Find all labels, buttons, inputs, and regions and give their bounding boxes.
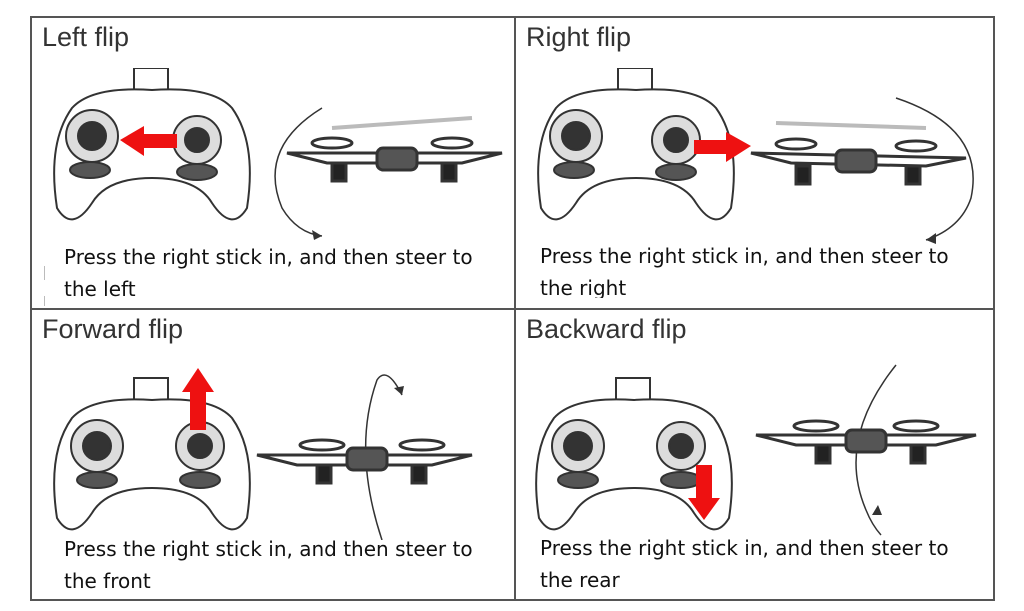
- drone-icon: [750, 121, 967, 186]
- red-arrow-down-icon: [688, 465, 720, 520]
- controller-icon: [535, 377, 733, 531]
- panel-caption: Press the right stick in, and then steer…: [64, 245, 473, 299]
- rotation-arrow-icon: [895, 97, 974, 241]
- red-arrow-up-icon: [182, 368, 214, 430]
- red-arrow-right-icon: [694, 132, 751, 162]
- flip-instructions-grid: Left flip: [30, 16, 995, 601]
- panel-caption: Press the right stick in, and then steer…: [64, 537, 473, 591]
- drone-icon: [256, 438, 473, 485]
- panel-title: Backward flip: [526, 314, 687, 344]
- drone-icon: [286, 116, 503, 183]
- panel-forward-flip: Forward flip: [32, 310, 512, 598]
- drone-icon: [755, 419, 977, 465]
- panel-caption: Press the right stick in, and then steer…: [540, 536, 949, 590]
- rotation-arrow-icon: [274, 107, 323, 237]
- controller-icon: [53, 68, 251, 221]
- left-flip-illustration: [53, 68, 503, 240]
- panel-title: Left flip: [42, 22, 130, 52]
- right-flip-illustration: [537, 68, 974, 244]
- panel-backward-flip: Backward flip: [516, 310, 996, 598]
- margin-mark: [44, 296, 45, 306]
- panel-title: Forward flip: [42, 314, 184, 344]
- divider-horizontal: [32, 308, 993, 310]
- panel-left-flip: Left flip: [32, 18, 512, 306]
- rotation-arrow-icon: [855, 364, 897, 536]
- margin-mark: [44, 266, 45, 280]
- backward-flip-illustration: [535, 364, 977, 536]
- forward-flip-illustration: [53, 368, 473, 540]
- controller-icon: [537, 68, 735, 221]
- red-arrow-left-icon: [120, 126, 177, 156]
- panel-caption: Press the right stick in, and then steer…: [540, 244, 949, 298]
- rotation-arrow-icon: [364, 374, 403, 540]
- panel-title: Right flip: [526, 22, 632, 52]
- controller-icon: [53, 377, 251, 531]
- panel-right-flip: Right flip: [516, 18, 996, 306]
